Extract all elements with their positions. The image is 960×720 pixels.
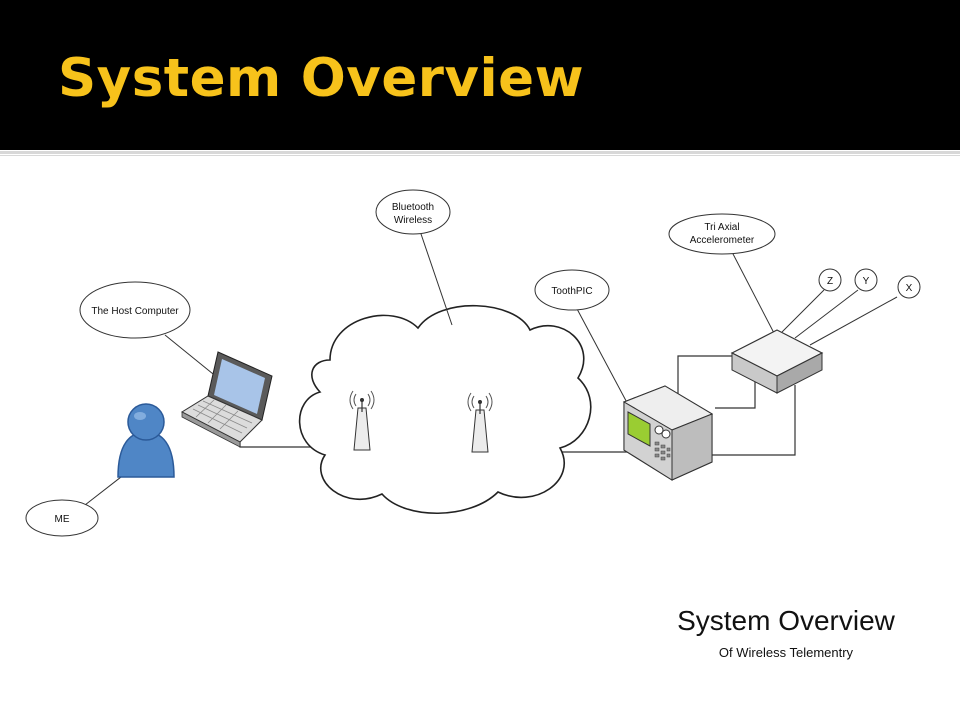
bluetooth-label-line2: Wireless bbox=[394, 215, 432, 226]
callout-host-computer: The Host Computer bbox=[79, 281, 191, 339]
accel-label-line1: Tri Axial bbox=[704, 222, 739, 233]
axis-z-pointer bbox=[781, 289, 825, 333]
axis-y-bubble: Y bbox=[854, 268, 878, 292]
callout-bluetooth: Bluetooth Wireless bbox=[375, 189, 451, 235]
antenna-left-icon bbox=[349, 390, 375, 451]
wire-device-accel-1 bbox=[677, 355, 735, 398]
caption-subtitle: Of Wireless Telementry bbox=[718, 645, 854, 660]
accel-label-line2: Accelerometer bbox=[690, 235, 755, 246]
axis-x-label: X bbox=[906, 283, 913, 294]
host-pointer bbox=[164, 334, 219, 379]
axis-y-label: Y bbox=[863, 276, 870, 287]
axis-x-pointer bbox=[809, 296, 898, 346]
axis-x-bubble: X bbox=[897, 275, 921, 299]
me-label: ME bbox=[55, 514, 70, 525]
divider-line-thin bbox=[0, 155, 960, 156]
wire-device-accel-3 bbox=[712, 385, 796, 456]
toothpic-label: ToothPIC bbox=[551, 286, 592, 297]
divider-line bbox=[0, 151, 960, 154]
toothpic-device-icon bbox=[622, 385, 714, 481]
toothpic-pointer bbox=[575, 306, 633, 413]
slide-title: System Overview bbox=[58, 48, 585, 109]
bluetooth-pointer bbox=[419, 230, 453, 326]
axis-z-label: Z bbox=[827, 276, 833, 287]
device-screen bbox=[627, 411, 651, 447]
callout-me: ME bbox=[25, 499, 99, 537]
callout-accelerometer: Tri Axial Accelerometer bbox=[668, 213, 776, 255]
title-bar: System Overview bbox=[0, 0, 960, 150]
accelerometer-icon bbox=[730, 329, 824, 394]
axis-y-pointer bbox=[794, 289, 859, 339]
axis-z-bubble: Z bbox=[818, 268, 842, 292]
accel-pointer bbox=[731, 251, 776, 336]
person-icon bbox=[117, 403, 175, 478]
caption-title: System Overview bbox=[677, 605, 895, 636]
bluetooth-label-line1: Bluetooth bbox=[392, 202, 434, 213]
wire-device-accel-2 bbox=[715, 382, 756, 409]
host-label: The Host Computer bbox=[91, 306, 179, 317]
antenna-right-icon bbox=[467, 392, 493, 453]
callout-toothpic: ToothPIC bbox=[534, 269, 610, 311]
wireless-cloud-shape bbox=[298, 304, 592, 515]
callout-pointers bbox=[84, 230, 898, 506]
laptop-icon bbox=[180, 351, 273, 448]
